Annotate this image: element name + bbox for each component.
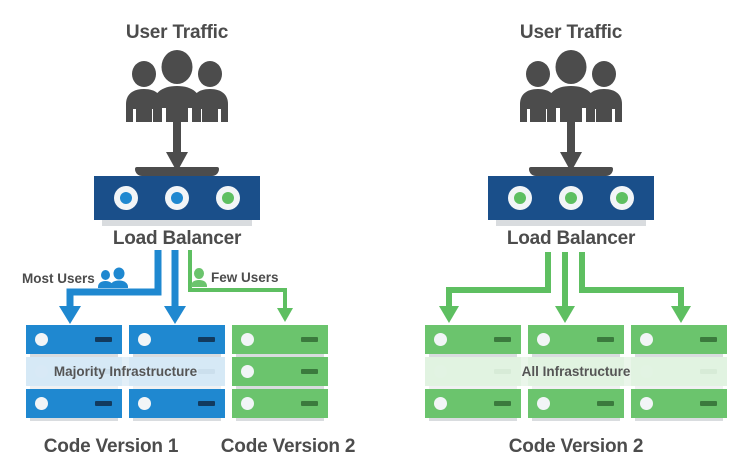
- server-row: [232, 389, 328, 421]
- left-code-version-2-label: Code Version 2: [220, 436, 356, 457]
- server-row: [631, 325, 727, 357]
- right-load-balancer-cap: [529, 167, 613, 176]
- left-code-version-1-label: Code Version 1: [43, 436, 179, 457]
- left-rack-3[interactable]: [232, 325, 328, 421]
- right-three-people-icon: [512, 50, 630, 122]
- server-row: [232, 357, 328, 389]
- left-load-balancer-shadow: [102, 220, 252, 226]
- left-few-users-badge: Few Users: [191, 268, 279, 287]
- majority-infrastructure-strip: Majority Infrastructure: [26, 357, 225, 386]
- server-row: [528, 389, 624, 421]
- left-load-balancer[interactable]: [94, 167, 260, 226]
- all-infrastructure-label: All Infrastructure: [521, 364, 631, 379]
- most-users-label: Most Users: [22, 270, 95, 286]
- server-row: [425, 389, 521, 421]
- left-load-balancer-cap: [135, 167, 219, 176]
- left-user-traffic-label: User Traffic: [125, 22, 229, 43]
- right-lb-port-1: [507, 186, 532, 210]
- right-load-balancer-shadow: [496, 220, 646, 226]
- left-three-people-icon: [118, 50, 236, 122]
- right-user-traffic-label: User Traffic: [519, 22, 623, 43]
- right-traffic-arrow-icon: [560, 118, 582, 178]
- server-row: [528, 325, 624, 357]
- server-row: [232, 325, 328, 357]
- server-row: [129, 325, 225, 357]
- server-row: [631, 389, 727, 421]
- right-load-balancer[interactable]: [488, 167, 654, 226]
- right-lb-port-2: [558, 186, 583, 210]
- majority-infrastructure-label: Majority Infrastructure: [53, 364, 198, 379]
- right-load-balancer-label: Load Balancer: [506, 228, 636, 249]
- right-code-version-2-label: Code Version 2: [508, 436, 644, 457]
- left-traffic-arrow-icon: [166, 118, 188, 178]
- few-users-label: Few Users: [211, 270, 279, 285]
- server-row: [26, 325, 122, 357]
- right-lb-port-3: [610, 186, 635, 210]
- right-load-balancer-box: [488, 176, 654, 220]
- right-routing-arrows: [420, 252, 720, 327]
- left-lb-port-3: [216, 186, 241, 210]
- all-infrastructure-strip: All Infrastructure: [425, 357, 727, 386]
- server-row: [26, 389, 122, 421]
- left-lb-port-1: [113, 186, 138, 210]
- server-row: [425, 325, 521, 357]
- left-lb-port-2: [164, 186, 189, 210]
- left-routing-arrows: [20, 250, 330, 328]
- two-people-icon: [97, 267, 128, 288]
- left-most-users-badge: Most Users: [22, 267, 128, 288]
- server-row: [129, 389, 225, 421]
- left-load-balancer-box: [94, 176, 260, 220]
- one-person-icon: [191, 268, 207, 287]
- left-load-balancer-label: Load Balancer: [112, 228, 242, 249]
